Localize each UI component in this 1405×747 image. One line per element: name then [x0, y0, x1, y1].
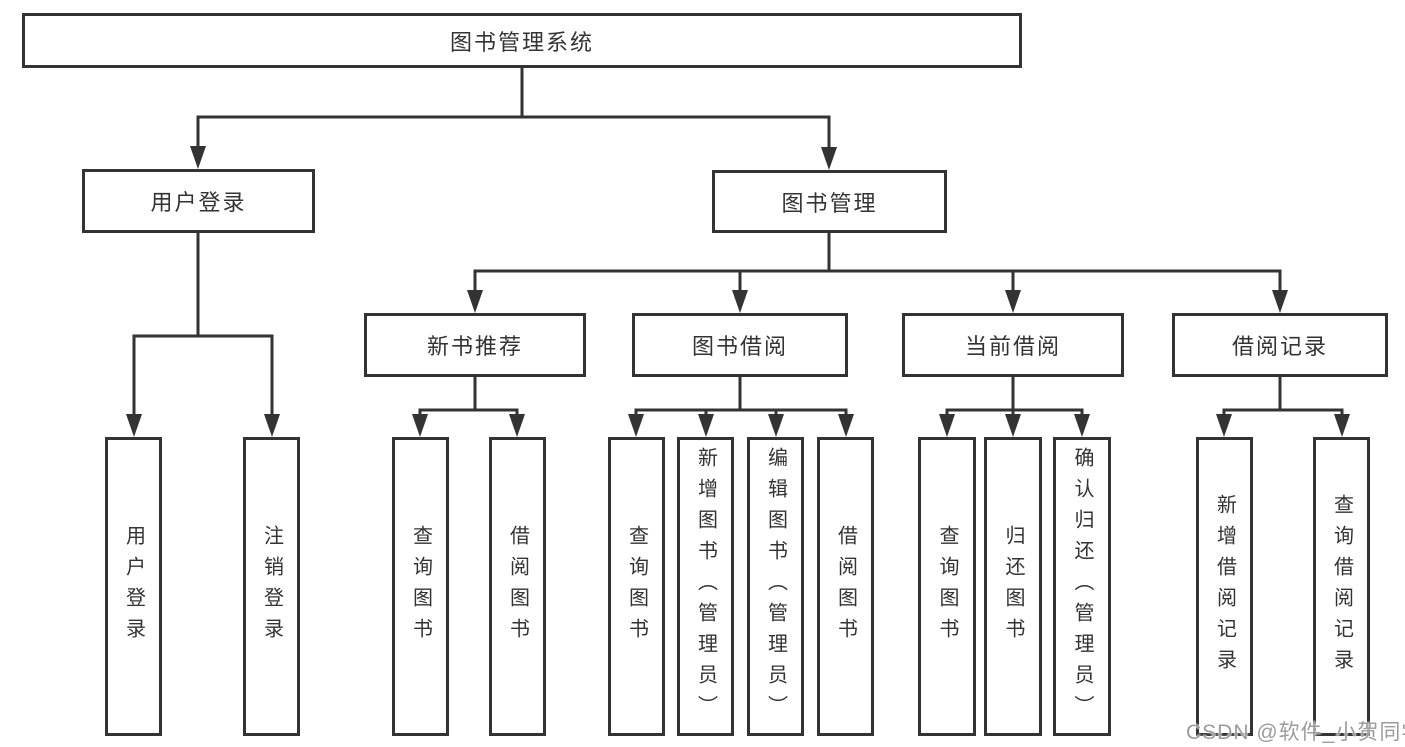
csdn-watermark: CSDN @软件_小贺同学 [1186, 721, 1405, 744]
arrowhead-borrow-records [1272, 290, 1288, 313]
arrowhead-edit-book [768, 414, 784, 437]
arrowhead-book-borrow [732, 290, 748, 313]
arrowhead-query-borrow-record [1334, 414, 1350, 437]
arrowhead-return-book [1005, 414, 1021, 437]
connector-book-borrow-bracket [634, 408, 848, 416]
arrowhead-borrow-books-1 [509, 414, 525, 437]
node-book-borrow: 图书借阅 [632, 313, 848, 377]
arrowhead-current-borrow [1005, 290, 1021, 313]
arrowhead-new-book [467, 290, 483, 313]
node-confirm-return-admin: 确认归还（管理员） [1053, 437, 1111, 736]
node-query-books-3: 查询图书 [918, 437, 976, 736]
connector-user-login-bracket [132, 334, 274, 416]
arrowhead-confirm-return [1074, 414, 1090, 437]
node-query-books-2: 查询图书 [608, 437, 665, 736]
arrowhead-borrow-books-2 [838, 414, 854, 437]
node-query-books-1: 查询图书 [392, 437, 449, 736]
node-query-borrow-record: 查询借阅记录 [1313, 437, 1370, 736]
connector-new-book-bracket [418, 408, 519, 416]
arrowhead-add-borrow-record [1216, 414, 1232, 437]
arrowhead-add-book [698, 414, 714, 437]
node-library-system: 图书管理系统 [22, 13, 1022, 68]
node-current-borrow: 当前借阅 [902, 313, 1124, 377]
node-user-login-leaf: 用户登录 [105, 437, 162, 736]
arrowhead-query-books-2 [628, 414, 644, 437]
node-add-book-admin: 新增图书（管理员） [677, 437, 734, 736]
arrowhead-user-login-leaf [126, 414, 142, 437]
node-borrow-books-1: 借阅图书 [489, 437, 546, 736]
node-borrow-books-2: 借阅图书 [817, 437, 874, 736]
arrowhead-user-login [190, 146, 206, 169]
arrowhead-logout-leaf [264, 414, 280, 437]
node-logout-leaf: 注销登录 [243, 437, 300, 736]
node-new-book-recommend: 新书推荐 [364, 313, 586, 377]
node-return-book: 归还图书 [984, 437, 1042, 736]
node-book-management: 图书管理 [712, 170, 947, 233]
arrowhead-query-books-1 [412, 414, 428, 437]
node-add-borrow-record: 新增借阅记录 [1196, 437, 1253, 736]
node-edit-book-admin: 编辑图书（管理员） [747, 437, 804, 736]
node-user-login: 用户登录 [82, 169, 315, 233]
arrowhead-book-management [821, 147, 837, 170]
arrowhead-query-books-3 [939, 414, 955, 437]
connector-root-bracket [196, 115, 831, 147]
connector-borrow-records-bracket [1222, 408, 1344, 416]
node-borrow-records: 借阅记录 [1172, 313, 1388, 377]
connector-current-borrow-bracket [945, 408, 1084, 416]
connector-book-management-bracket [473, 269, 1282, 292]
